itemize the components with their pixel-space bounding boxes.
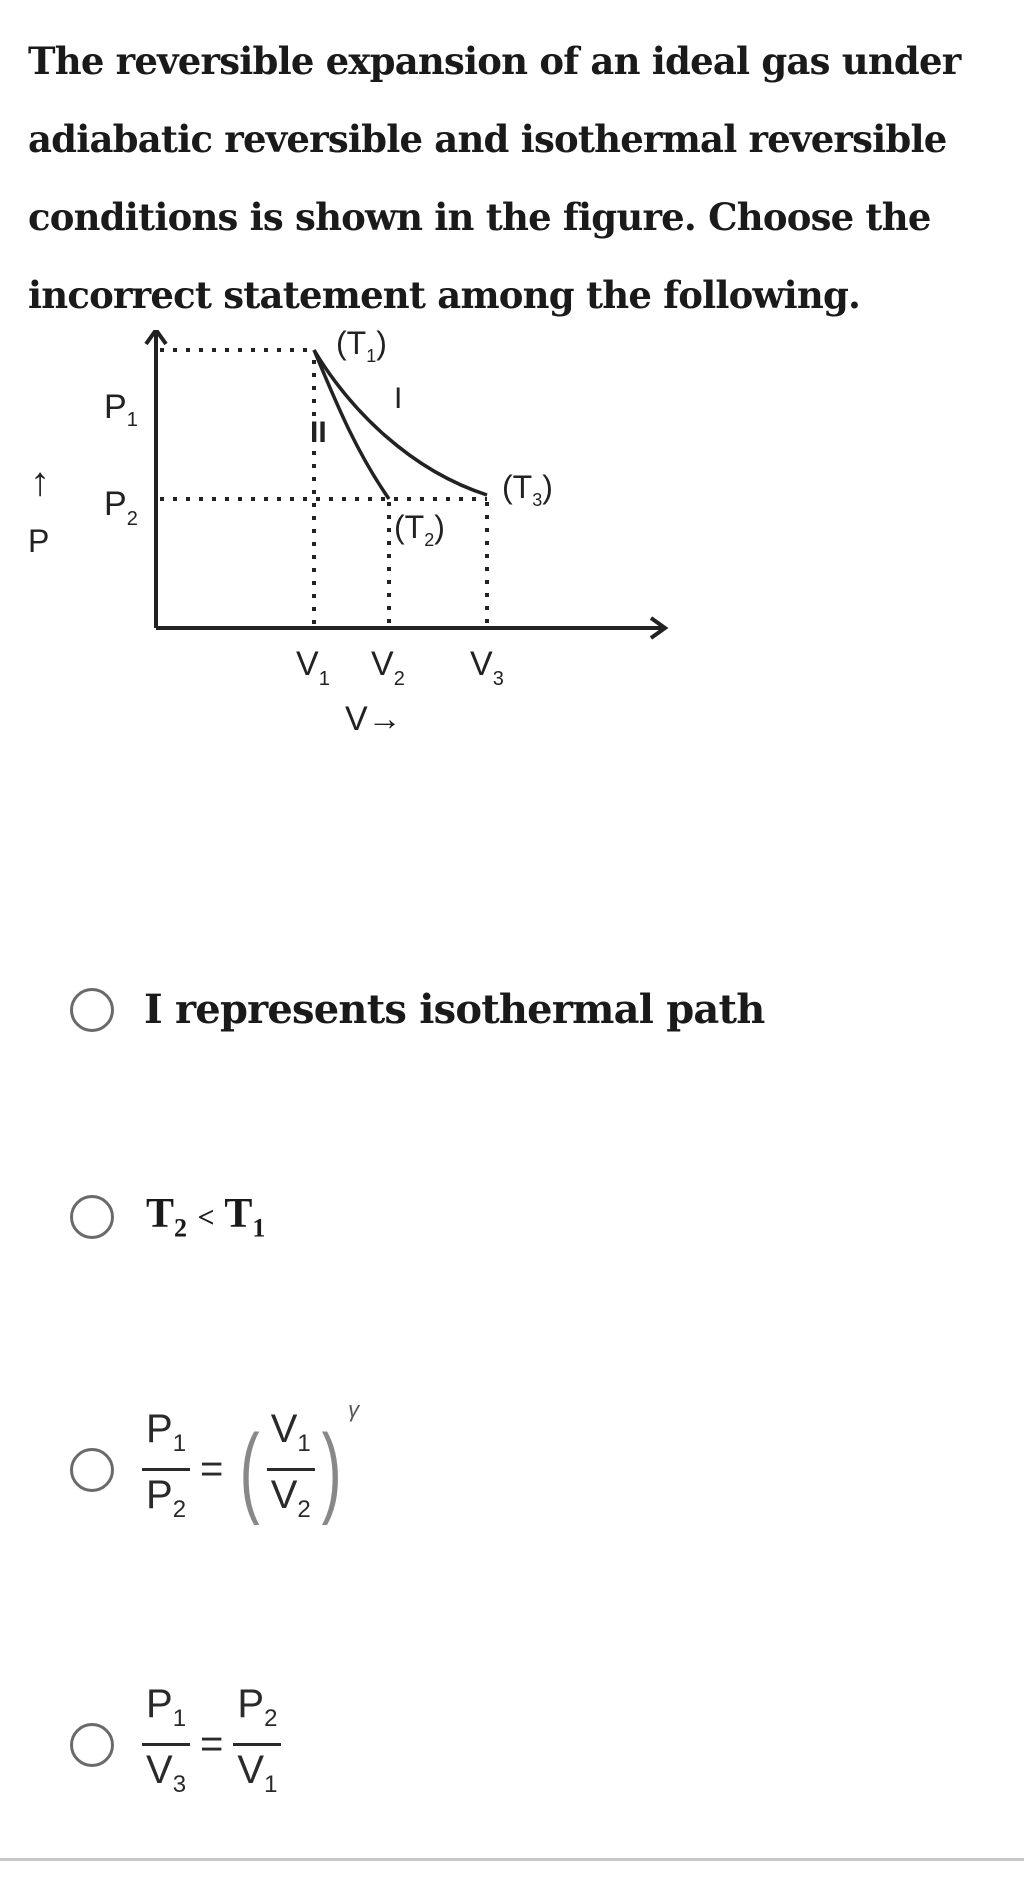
- y-axis-arrow: ↑: [30, 460, 50, 504]
- left-paren: (: [240, 1413, 261, 1526]
- tick-V1: V1: [296, 645, 330, 690]
- dotted-guides: [160, 348, 489, 626]
- radio-option-b[interactable]: [70, 1194, 114, 1239]
- curve-I-isothermal: [312, 349, 488, 497]
- tick-P2: P2: [104, 485, 138, 530]
- fraction-p1-p2: P1 P2: [142, 1405, 191, 1534]
- radio-option-a[interactable]: [70, 987, 114, 1032]
- curve-II-adiabatic: [312, 349, 391, 500]
- tick-V2: V2: [371, 645, 405, 690]
- axes: [144, 326, 669, 640]
- pv-diagram: ↑ P P1 P2 V1 V2 V3 V→ (T1) (T2) (T3) I I…: [0, 325, 700, 880]
- fraction-v1-v2: V1 V2: [266, 1405, 315, 1534]
- option-a-label: I represents isothermal path: [144, 986, 765, 1033]
- tick-P1: P1: [104, 388, 138, 431]
- tick-V3: V3: [470, 645, 504, 690]
- curve-label-II: II: [310, 416, 327, 449]
- option-b-label: T2 < T1: [146, 1191, 266, 1243]
- x-axis-label: V→: [345, 700, 402, 738]
- option-d-label: P1 V3 = P2 V1: [142, 1680, 282, 1809]
- option-b[interactable]: T2 < T1: [70, 1190, 265, 1243]
- state-T1: (T1): [336, 330, 387, 366]
- fraction-p1-v3: P1 V3: [142, 1680, 191, 1809]
- option-a[interactable]: I represents isothermal path: [70, 986, 765, 1033]
- option-c[interactable]: P1 P2 = ( V1 V2 ) γ: [70, 1397, 359, 1534]
- option-c-label: P1 P2 = ( V1 V2 ) γ: [142, 1397, 359, 1534]
- right-paren: ): [321, 1413, 342, 1526]
- state-T2: (T2): [394, 509, 445, 550]
- option-d[interactable]: P1 V3 = P2 V1: [70, 1680, 282, 1809]
- radio-option-d[interactable]: [70, 1722, 114, 1767]
- question-text: The reversible expansion of an ideal gas…: [28, 39, 961, 317]
- divider: [0, 1858, 1024, 1861]
- curve-label-I: I: [394, 382, 402, 415]
- y-axis-label: P: [28, 523, 49, 559]
- radio-option-c[interactable]: [70, 1447, 114, 1492]
- fraction-p2-v1: P2 V1: [233, 1680, 282, 1809]
- state-T3: (T3): [502, 469, 553, 510]
- exponent-gamma: γ: [348, 1397, 360, 1422]
